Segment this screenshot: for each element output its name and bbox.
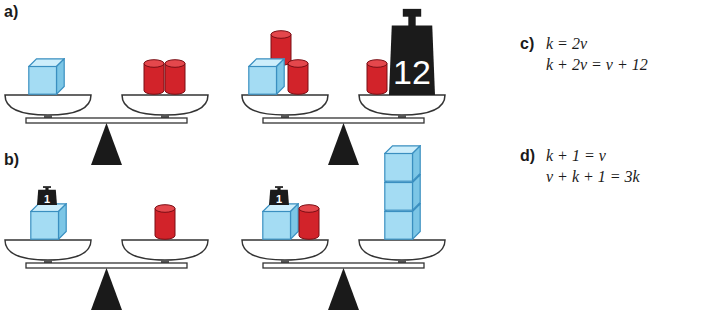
part-label: b) [4, 150, 19, 169]
weight-block: 1 [269, 186, 289, 205]
cube-block [29, 59, 64, 94]
cylinder-block [288, 60, 308, 95]
weight-value: 12 [389, 55, 435, 95]
cube-block [263, 204, 298, 239]
cube-block [31, 204, 66, 239]
weight-value: 1 [269, 194, 289, 205]
weight-block: 12 [389, 8, 435, 95]
cube-block [249, 59, 284, 94]
part-label: c) [520, 34, 534, 53]
balance-scale [5, 240, 208, 310]
balance-scale [242, 240, 445, 310]
cylinder-block [367, 60, 387, 95]
equation-text: k = 2v [546, 34, 587, 53]
cylinder-block [144, 60, 164, 95]
cylinder-block [299, 205, 319, 240]
balance-scale [5, 95, 208, 165]
cube-block [385, 146, 420, 181]
equation-text: k + 2v = v + 12 [546, 55, 648, 74]
weight-block: 1 [37, 186, 57, 205]
weight-value: 1 [37, 194, 57, 205]
part-label: d) [520, 146, 535, 165]
equation-text: k + 1 = v [546, 146, 606, 165]
part-label: a) [4, 2, 18, 21]
equation-text: v + k + 1 = 3k [546, 167, 640, 186]
cylinder-block [155, 205, 175, 240]
cylinder-block [165, 60, 185, 95]
